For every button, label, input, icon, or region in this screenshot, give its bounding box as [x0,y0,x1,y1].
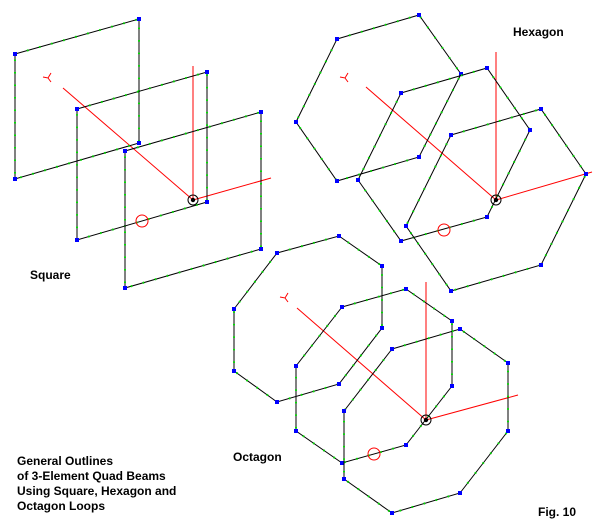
caption-line: of 3-Element Quad Beams [17,469,166,483]
hexagon-label: Hexagon [513,25,564,39]
hexagon-vertex [449,133,453,137]
square-vertex [13,52,17,56]
square-origin-dot [190,197,196,203]
hexagon-vertex [356,178,360,182]
hexagon-vertex [485,66,489,70]
square-label: Square [30,268,71,282]
octagon-vertex [450,319,454,323]
octagon-boom [296,307,427,421]
hexagon-origin-ring [490,194,502,206]
hexagon-vertex [404,224,408,228]
octagon-label: Octagon [233,450,282,464]
square-vertex [123,149,127,153]
octagon-source-marker [367,447,381,461]
figure-number: Fig. 10 [538,505,577,519]
octagon-vertex [294,429,298,433]
square-vertex [13,177,17,181]
square-vertex [259,247,263,251]
octagon-vertex [506,429,510,433]
square-vertex [137,141,141,145]
octagon-vertex [458,327,462,331]
octagon-vertex [390,347,394,351]
octagon-vertex [380,264,384,268]
hexagon-side-axis [495,171,593,201]
octagon-vertex [342,409,346,413]
square-vertex [123,286,127,290]
hexagon-vertex [335,179,339,183]
octagon-vertex [337,382,341,386]
square-side-axis [192,177,272,201]
caption-line: Octagon Loops [17,499,105,513]
square-origin-ring [187,194,199,206]
hexagon-vertex [399,91,403,95]
octagon-element-1-wire [233,235,383,403]
octagon-vertex [337,234,341,238]
octagon-vertex [340,305,344,309]
hexagon-vertex [539,107,543,111]
octagon-origin-ring [420,414,432,426]
octagon-side-axis [425,394,519,421]
octagon-element-2-wire [295,288,453,464]
hexagon-vertex [417,155,421,159]
octagon-vertex [404,443,408,447]
octagon-vertex [506,361,510,365]
caption: General Outlines of 3-Element Quad Beams… [17,454,176,514]
hexagon-vertex [459,72,463,76]
octagon-vertex [342,477,346,481]
octagon-vertex [275,400,279,404]
hexagon-vertex [528,128,532,132]
hexagon-boom [365,86,497,201]
square-axis-y-marker [42,72,52,83]
octagon-vertex [340,461,344,465]
octagon-element-2-segments [295,287,453,465]
square-vertex [259,110,263,114]
octagon-vertex [232,307,236,311]
square-source-marker [135,214,149,228]
square-vertex [205,200,209,204]
octagon-vertex [390,511,394,515]
octagon-vertex [294,364,298,368]
caption-line: Using Square, Hexagon and [17,484,177,498]
square-vertex [75,107,79,111]
octagon-vertex [450,384,454,388]
hexagon-source-marker [437,223,451,237]
hexagon-vertex [294,120,298,124]
hexagon-vertex [399,239,403,243]
hexagon-vertex [539,263,543,267]
hexagon-vertex [417,13,421,17]
octagon-origin-dot [423,417,429,423]
square-boom [62,87,194,201]
hexagon-vertex [584,172,588,176]
square-vertex [205,70,209,74]
octagon-vertex [380,326,384,330]
octagon-vertex [232,369,236,373]
octagon-vertex [404,287,408,291]
caption-line: General Outlines [17,454,114,468]
square-vertex [75,238,79,242]
square-vertex [137,17,141,21]
hexagon-origin-dot [493,197,499,203]
octagon-vertex [458,491,462,495]
octagon-axis-y-marker [279,292,289,303]
hexagon-vertex [449,289,453,293]
octagon-vertex [275,251,279,255]
hexagon-vertex [335,37,339,41]
octagon-element-1-segments [233,234,383,404]
hexagon-axis-y-marker [339,72,349,83]
hexagon-vertex [485,215,489,219]
